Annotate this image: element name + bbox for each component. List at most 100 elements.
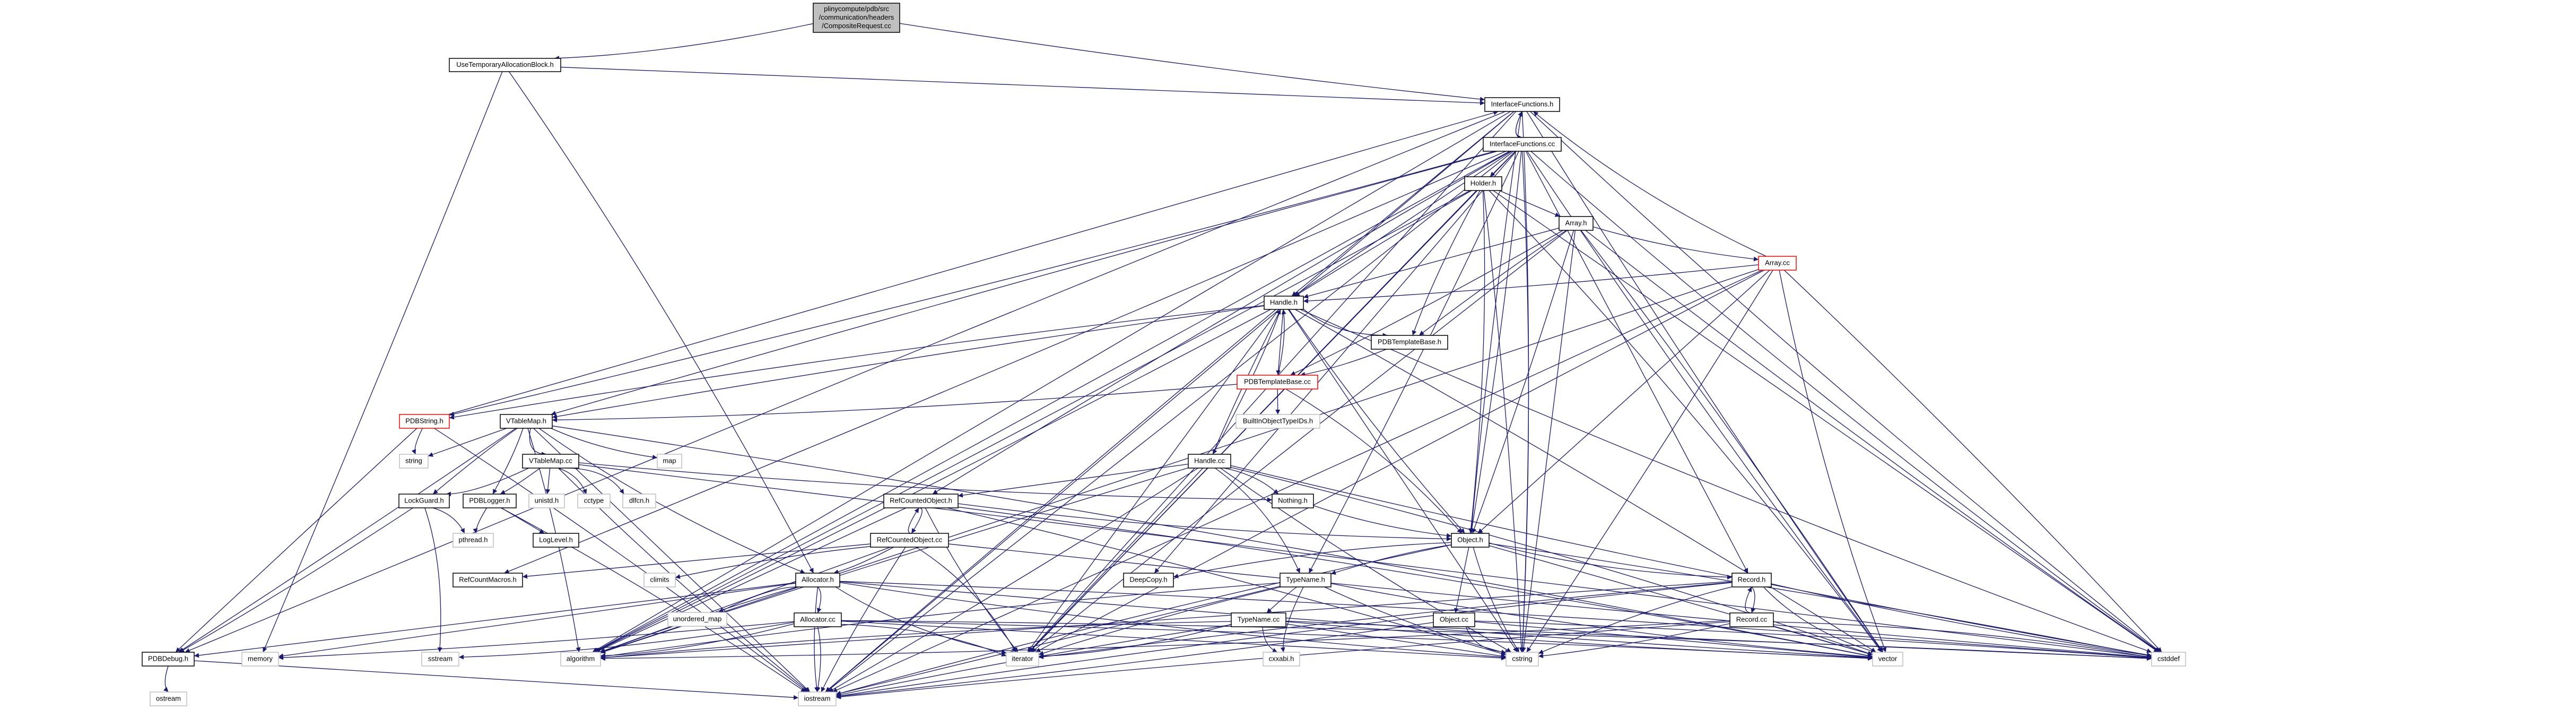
node-record-cc[interactable]: Record.cc (1729, 612, 1774, 627)
node-unistd-h[interactable]: unistd.h (528, 494, 565, 508)
edge-iface_cc-to-refobj_h (932, 151, 1511, 495)
edge-pdbdebug_h-to-iostream (194, 660, 799, 700)
node-refobj-h[interactable]: RefCountedObject.h (883, 494, 959, 508)
node-root[interactable]: plinycompute/pdb/src/communication/heade… (813, 3, 900, 33)
node-object-cc[interactable]: Object.cc (1433, 612, 1475, 627)
node-box (1484, 97, 1560, 112)
edge-array_cc-to-vector (1779, 270, 1886, 653)
node-cstddef[interactable]: cstddef (2151, 652, 2186, 667)
node-algorithm[interactable]: algorithm (560, 652, 601, 667)
node-memory[interactable]: memory (241, 652, 279, 667)
node-array-h[interactable]: Array.h (1559, 216, 1594, 231)
node-label: Nothing.h (1278, 496, 1308, 504)
edge-allocator_h-to-vector (839, 581, 1873, 660)
edge-typename_cc-to-cstddef (1285, 620, 2152, 661)
node-deepcopy-h[interactable]: DeepCopy.h (1123, 573, 1174, 587)
edge-allocator_cc-to-iostream (815, 626, 821, 693)
node-builtin-h[interactable]: BuiltInObjectTypeIDs.h (1235, 414, 1320, 429)
edge-allocator_cc-to-cstddef (841, 620, 2152, 661)
node-label: Record.h (1738, 575, 1766, 583)
node-box (1123, 573, 1174, 587)
node-iterator[interactable]: iterator (1006, 652, 1039, 667)
node-loglevel-h[interactable]: LogLevel.h (533, 533, 579, 548)
edge-allocator_h-to-memory (278, 583, 796, 659)
node-allocator-h[interactable]: Allocator.h (795, 573, 840, 587)
node-dlfcn-h[interactable]: dlfcn.h (622, 494, 656, 508)
edge-array_h-to-cstddef (1585, 230, 2160, 653)
node-refobj-cc[interactable]: RefCountedObject.cc (870, 533, 949, 548)
node-cstring[interactable]: cstring (1505, 652, 1539, 667)
edge-pdbdebug_h-to-ostream (163, 665, 169, 693)
node-vector[interactable]: vector (1872, 652, 1903, 667)
node-nothing-h[interactable]: Nothing.h (1272, 494, 1314, 508)
node-pdblogger-h[interactable]: PDBLogger.h (463, 494, 517, 508)
node-box (452, 533, 494, 548)
node-lockguard-h[interactable]: LockGuard.h (398, 494, 450, 508)
node-cxxabi-h[interactable]: cxxabi.h (1263, 652, 1300, 667)
node-label: RefCountMacros.h (459, 575, 516, 583)
node-handle-cc[interactable]: Handle.cc (1188, 454, 1231, 469)
edge-handle_h-to-object_h (1289, 309, 1465, 534)
edge-typename_h-to-algorithm (600, 582, 1281, 659)
node-refmacros-h[interactable]: RefCountMacros.h (452, 573, 523, 587)
edge-holder_h-to-tmplbase_h (1412, 190, 1481, 336)
node-box (1263, 652, 1300, 667)
node-climits[interactable]: climits (643, 573, 676, 587)
node-map[interactable]: map (657, 454, 682, 469)
node-sstream[interactable]: sstream (421, 652, 459, 667)
edge-vtablemap_cc-to-dlfcn_h (565, 468, 624, 495)
edge-typename_cc-to-cstring (1285, 624, 1507, 659)
node-typename-h[interactable]: TypeName.h (1280, 573, 1331, 587)
node-record-h[interactable]: Record.h (1731, 573, 1772, 587)
node-ostream[interactable]: ostream (150, 691, 187, 706)
node-cctype[interactable]: cctype (577, 494, 611, 508)
edge-tmplbase_cc-to-handle_h (1277, 309, 1286, 376)
node-tmplbase-h[interactable]: PDBTemplateBase.h (1371, 335, 1448, 350)
node-box (528, 494, 565, 508)
edge-record_cc-to-vector (1773, 626, 1873, 656)
edge-object_h-to-deepcopy_h (1173, 542, 1452, 578)
node-usetemp[interactable]: UseTemporaryAllocationBlock.h (449, 58, 561, 72)
edge-refobj_h-to-cstring (947, 507, 1507, 656)
edge-refobj_cc-to-allocator_h (833, 547, 894, 574)
edge-typename_h-to-vector (1330, 583, 1873, 659)
node-box (813, 3, 900, 33)
edge-array_cc-to-algorithm (600, 269, 1759, 654)
node-tmplbase-cc[interactable]: PDBTemplateBase.cc (1237, 375, 1318, 390)
edge-iface_cc-to-cstring (1520, 151, 1529, 653)
node-pthread-h[interactable]: pthread.h (452, 533, 494, 548)
node-iostream[interactable]: iostream (798, 691, 837, 706)
node-object-h[interactable]: Object.h (1451, 533, 1490, 548)
node-allocator-cc[interactable]: Allocator.cc (794, 612, 842, 627)
node-handle-h[interactable]: Handle.h (1264, 296, 1304, 310)
node-label: /communication/headers (819, 13, 894, 21)
edge-allocator_cc-to-sstream (458, 621, 795, 660)
node-box (398, 494, 450, 508)
node-iface-h[interactable]: InterfaceFunctions.h (1484, 97, 1560, 112)
edge-vtablemap_h-to-pdblogger_h (492, 428, 524, 495)
node-label: plinycompute/pdb/src (824, 5, 889, 13)
node-vtablemap-h[interactable]: VTableMap.h (500, 414, 553, 429)
node-pdbstring-h[interactable]: PDBString.h (399, 414, 450, 429)
edge-vtablemap_h-to-string (428, 428, 507, 457)
node-string[interactable]: string (399, 454, 429, 469)
node-box (1731, 573, 1772, 587)
edge-handle_h-to-tmplbase_h (1303, 308, 1388, 338)
node-vtablemap-cc[interactable]: VTableMap.cc (522, 454, 579, 469)
edge-record_h-to-vector (1763, 586, 1876, 653)
edge-refobj_cc-to-iterator (916, 547, 1016, 653)
node-label: VTableMap.cc (529, 456, 572, 464)
edge-root-to-iface_h (899, 23, 1485, 102)
node-typename-cc[interactable]: TypeName.cc (1231, 612, 1286, 627)
node-holder-h[interactable]: Holder.h (1464, 176, 1502, 191)
edge-allocator_cc-to-algorithm (600, 623, 795, 658)
node-label: iterator (1012, 654, 1033, 662)
node-unordered-map[interactable]: unordered_map (667, 612, 727, 627)
edge-handle_h-to-vector (1294, 309, 1876, 653)
node-box (399, 414, 450, 429)
node-array-cc[interactable]: Array.cc (1758, 256, 1797, 271)
node-iface-cc[interactable]: InterfaceFunctions.cc (1483, 137, 1562, 152)
node-box (1231, 612, 1286, 627)
node-pdbdebug-h[interactable]: PDBDebug.h (142, 652, 195, 667)
edge-tmplbase_cc-to-vtablemap_h (552, 384, 1238, 422)
